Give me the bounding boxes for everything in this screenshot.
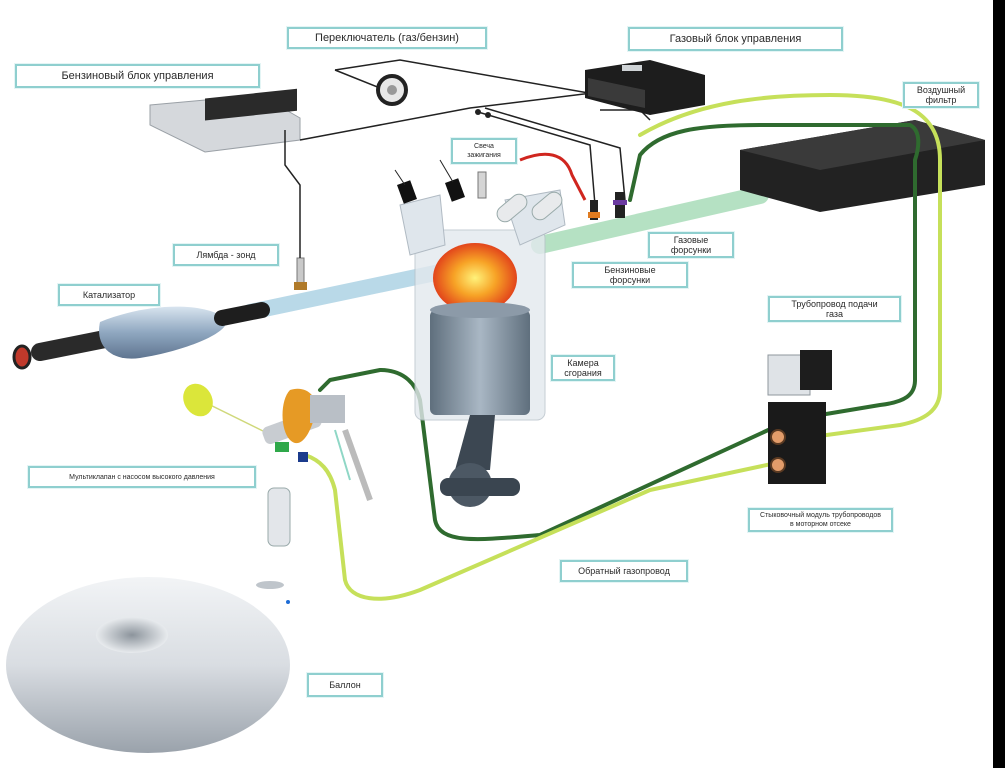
connecting-rod [455, 415, 495, 470]
label-petrol-injectors: Бензиновые форсунки [572, 262, 688, 288]
high-pressure-pump [256, 487, 291, 604]
intake-pipe [531, 186, 769, 254]
petrol-ecu [149, 88, 301, 153]
label-spark-plug: Свеча зажигания [451, 138, 517, 164]
return-gas-line [303, 453, 792, 601]
gas-petrol-switch [376, 74, 408, 106]
combustion-flame [433, 243, 517, 313]
label-combustion-chamber: Камера сгорания [551, 355, 615, 381]
air-filter [740, 120, 985, 212]
label-gas-ecu: Газовый блок управления [628, 27, 843, 51]
label-tank: Баллон [307, 673, 383, 697]
crankshaft [440, 478, 520, 496]
injectors [588, 192, 627, 220]
label-gas-supply-line: Трубопровод подачи газа [768, 296, 901, 322]
label-switch: Переключатель (газ/бензин) [287, 27, 487, 49]
label-catalyst: Катализатор [58, 284, 160, 306]
spark-plug [477, 171, 487, 199]
gas-tank [6, 577, 290, 753]
engine-cylinder [394, 150, 566, 507]
float-gauge [183, 383, 213, 417]
gas-ecu [585, 60, 705, 115]
label-multivalve: Мультиклапан с насосом высокого давления [28, 466, 256, 488]
label-lambda-sensor: Лямбда - зонд [173, 244, 279, 266]
label-gas-injectors: Газовые форсунки [648, 232, 734, 258]
engine-bay-module [767, 350, 832, 484]
label-engine-bay-module: Стыковочный модуль трубопроводов в мотор… [748, 508, 893, 532]
exhaust-pipe [242, 264, 448, 320]
lambda-sensor [284, 150, 307, 290]
gas-supply-line-light [638, 93, 942, 442]
red-wire [519, 152, 587, 201]
label-return-line: Обратный газопровод [560, 560, 688, 582]
catalytic-converter [12, 302, 270, 370]
multivalve [183, 383, 373, 502]
label-petrol-ecu: Бензиновый блок управления [15, 64, 260, 88]
right-edge-bar [993, 0, 1005, 768]
piston [430, 310, 530, 415]
label-air-filter: Воздушный фильтр [903, 82, 979, 108]
